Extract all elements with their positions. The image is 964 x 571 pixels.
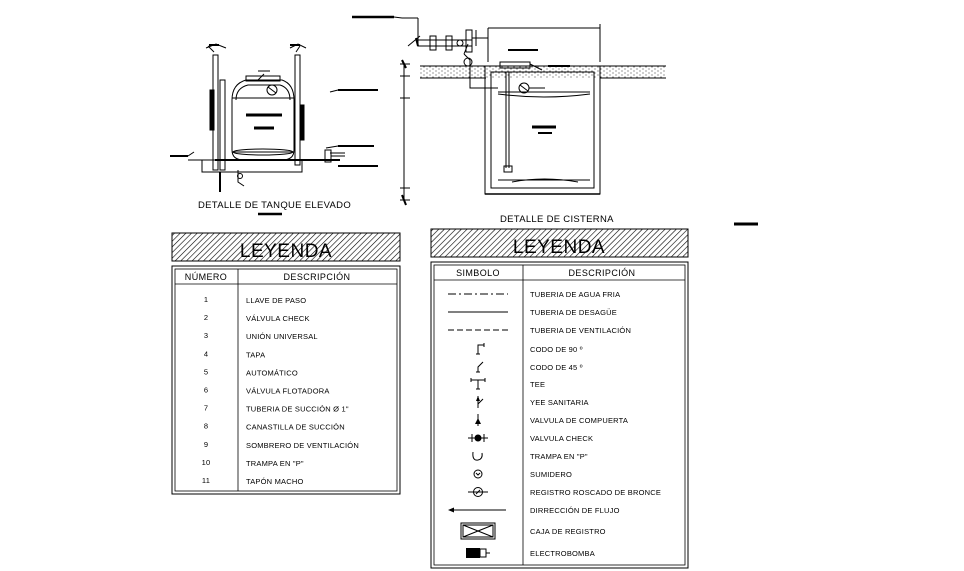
legend-left-description: TAPA: [246, 350, 265, 359]
p-trap-icon: [472, 451, 483, 461]
legend-left-row: 3 UNIÓN UNIVERSAL: [204, 331, 318, 341]
legend-left-row: 11 TAPÓN MACHO: [202, 476, 303, 486]
legend-left-number: 7: [204, 404, 208, 413]
legend-left-col-description: DESCRIPCIÓN: [284, 272, 351, 282]
legend-right-row: CAJA DE REGISTRO: [460, 522, 606, 540]
legend-left-row: 4 TAPA: [204, 349, 265, 359]
legend-right-row: TUBERIA DE AGUA FRIA: [448, 290, 620, 299]
legend-right-description: CODO DE 45 º: [530, 363, 583, 372]
register-box-icon: [460, 522, 496, 540]
legend-left-description: TAPÓN MACHO: [246, 477, 303, 486]
legend-right-row: TUBERIA DE VENTILACIÓN: [448, 326, 631, 335]
legend-right-description: TRAMPA EN "P": [530, 452, 588, 461]
legend-left-number: 5: [204, 367, 208, 376]
legend-right-row: CODO DE 90 º: [476, 343, 583, 355]
legend-right-row: TEE: [470, 378, 545, 390]
sanitary-wye-icon: [476, 396, 484, 408]
elbow-90-icon: [476, 343, 485, 355]
legend-right-title: LEYENDA: [513, 237, 605, 258]
legend-left-title: LEYENDA: [240, 241, 332, 262]
gate-valve-icon: [475, 414, 481, 426]
legend-left-number: 11: [202, 476, 210, 485]
legend-left-description: AUTOMÁTICO: [246, 368, 298, 377]
tank-caption: DETALLE DE TANQUE ELEVADO: [198, 200, 351, 211]
legend-right-description: TUBERIA DE AGUA FRIA: [530, 290, 620, 299]
legend-left-row: 6 VÁLVULA FLOTADORA: [204, 386, 330, 396]
floor-drain-icon: [473, 469, 483, 479]
legend-left-description: TUBERIA DE SUCCIÓN Ø 1": [246, 405, 349, 414]
legend-right-description: DIRRECCIÓN DE FLUJO: [530, 506, 620, 515]
legend-right-description: CODO DE 90 º: [530, 345, 583, 354]
legend-right-row: DIRRECCIÓN DE FLUJO: [448, 506, 620, 515]
legend-left-col-number: NÚMERO: [185, 272, 227, 282]
legend-left-number: 3: [204, 331, 208, 340]
legend-left-number: 8: [204, 422, 208, 431]
cistern-drawing: [352, 15, 666, 206]
legend-right-row: VALVULA CHECK: [468, 434, 593, 443]
cistern-caption: DETALLE DE CISTERNA: [500, 214, 614, 225]
legend-right-description: VALVULA DE COMPUERTA: [530, 416, 628, 425]
flow-arrow-icon: [448, 507, 506, 513]
legend-right-description: TUBERIA DE VENTILACIÓN: [530, 326, 631, 335]
legend-left-row: 8 CANASTILLA DE SUCCIÓN: [204, 422, 345, 432]
legend-left-number: 4: [204, 349, 208, 358]
legend-left-row: 9 SOMBRERO DE VENTILACIÓN: [204, 440, 359, 450]
legend-right-description: CAJA DE REGISTRO: [530, 527, 606, 536]
legend-left-number: 2: [204, 313, 208, 322]
legend-left-row: 5 AUTOMÁTICO: [204, 367, 298, 377]
legend-right-col-symbol: SIMBOLO: [456, 268, 500, 278]
legend-left-description: VÁLVULA FLOTADORA: [246, 387, 330, 396]
legend-right-row: ELECTROBOMBA: [466, 548, 595, 558]
legend-right-description: TUBERIA DE DESAGÜE: [530, 308, 617, 317]
legend-left-row: 2 VÁLVULA CHECK: [204, 313, 310, 323]
legend-right-row: TUBERIA DE DESAGÜE: [448, 308, 617, 317]
legend-right-description: REGISTRO ROSCADO DE BRONCE: [530, 488, 661, 497]
tee-icon: [470, 378, 486, 390]
legend-right-rows: TUBERIA DE AGUA FRIA TUBERIA DE DESAGÜE TU…: [448, 290, 661, 558]
legend-right-row: SUMIDERO: [473, 469, 572, 479]
legend-left-row: 10 TRAMPA EN "P": [202, 458, 304, 468]
elevated-tank-drawing: [170, 43, 378, 192]
legend-right-col-description: DESCRIPCIÓN: [569, 268, 636, 278]
legend-right-description: YEE SANITARIA: [530, 398, 589, 407]
legend-left-rows: 1 LLAVE DE PASO 2 VÁLVULA CHECK 3 UNIÓN UNIVE…: [202, 295, 359, 486]
bronze-cleanout-icon: [468, 487, 488, 497]
legend-left-number: 9: [204, 440, 208, 449]
legend-right-row: YEE SANITARIA: [476, 396, 589, 408]
legend-left: LEYENDA NÚMERO DESCRIPCIÓN 1 LLAVE DE PAS…: [171, 232, 401, 495]
legend-left-row: 1 LLAVE DE PASO: [204, 295, 306, 305]
legend-left-number: 10: [202, 458, 211, 467]
legend-left-description: TRAMPA EN "P": [246, 459, 304, 468]
legend-left-description: SOMBRERO DE VENTILACIÓN: [246, 441, 359, 450]
legend-right-row: TRAMPA EN "P": [472, 451, 588, 461]
legend-right-description: ELECTROBOMBA: [530, 549, 595, 558]
legend-left-row: 7 TUBERIA DE SUCCIÓN Ø 1": [204, 404, 349, 414]
legend-left-description: UNIÓN UNIVERSAL: [246, 332, 318, 341]
legend-right-description: VALVULA CHECK: [530, 434, 593, 443]
legend-right-row: VALVULA DE COMPUERTA: [475, 414, 628, 426]
legend-left-description: VÁLVULA CHECK: [246, 314, 310, 323]
legend-right-row: REGISTRO ROSCADO DE BRONCE: [468, 487, 661, 497]
legend-left-number: 1: [204, 295, 208, 304]
legend-right-row: CODO DE 45 º: [476, 361, 583, 373]
legend-right: LEYENDA SIMBOLO DESCRIPCIÓN TUBERIA DE A…: [430, 228, 689, 569]
electric-pump-icon: [466, 548, 490, 558]
legend-left-number: 6: [204, 386, 208, 395]
legend-right-description: SUMIDERO: [530, 470, 572, 479]
elbow-45-icon: [476, 361, 484, 373]
legend-right-description: TEE: [530, 380, 545, 389]
legend-left-description: LLAVE DE PASO: [246, 296, 306, 305]
legend-left-description: CANASTILLA DE SUCCIÓN: [246, 423, 345, 432]
check-valve-icon: [468, 434, 488, 442]
